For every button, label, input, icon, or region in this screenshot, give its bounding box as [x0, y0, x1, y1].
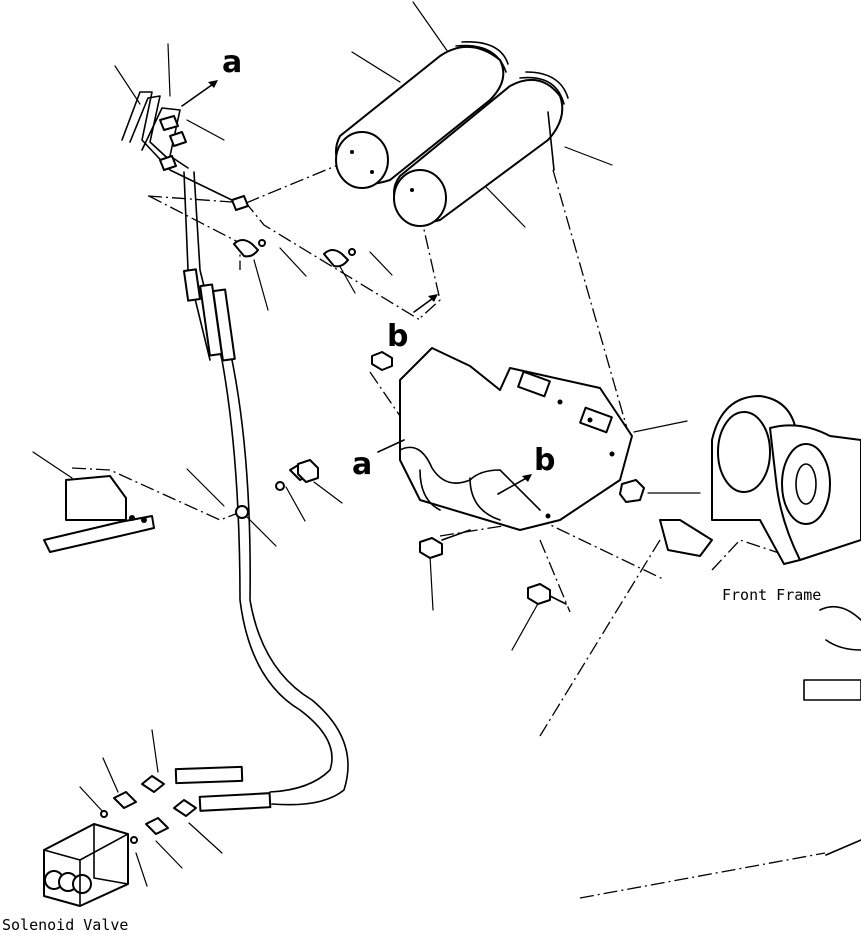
front-frame	[659, 395, 861, 856]
accumulator-left	[335, 41, 509, 189]
front-frame-label: Front Frame	[722, 586, 821, 604]
ref-label-b-left: b	[387, 319, 408, 354]
ref-label-a-mid: a	[352, 447, 372, 482]
bolts	[297, 351, 645, 605]
hose-assembly	[121, 91, 349, 812]
fittings	[100, 239, 356, 844]
leader-lines	[32, 1, 701, 887]
accumulator-right	[393, 71, 569, 227]
solenoid-valve	[43, 823, 129, 907]
solenoid-valve-label: Solenoid Valve	[2, 916, 128, 933]
ref-label-b-right: b	[534, 443, 555, 478]
reference-arrows	[181, 80, 532, 495]
mounting-bracket	[399, 347, 633, 531]
ref-label-a-top: a	[222, 45, 242, 80]
bracket-left	[43, 475, 155, 553]
